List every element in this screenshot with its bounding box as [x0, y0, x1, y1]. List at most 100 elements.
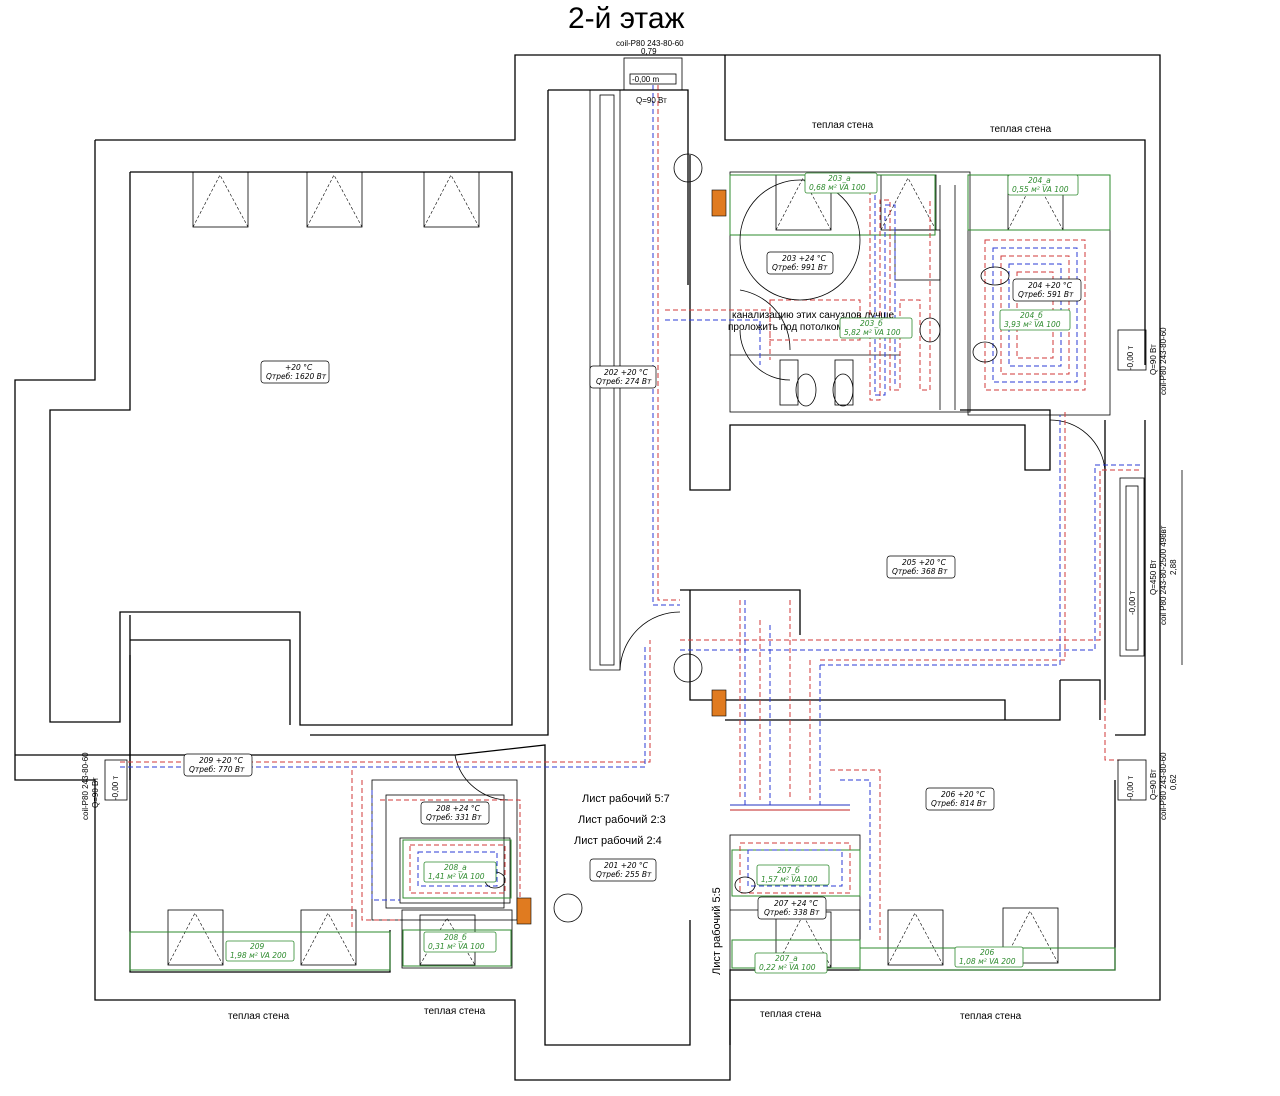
svg-text:204_a: 204_a: [1028, 176, 1051, 185]
zone-tag-207a[interactable]: 207_a 0,22 м² VA 100: [754, 952, 828, 974]
window-box: [306, 171, 363, 228]
window-box: [1002, 907, 1059, 964]
room-tag-202[interactable]: 202 +20 °C Qтреб: 274 Вт: [589, 365, 657, 389]
svg-text:-0,00 т: -0,00 т: [111, 776, 120, 800]
zone-tag-208b[interactable]: 208_б 0,31 м² VA 100: [423, 931, 497, 953]
room-tags: +20 °C Qтреб: 1620 Вт 202 +20 °C Qтреб: …: [183, 251, 1082, 920]
sink-icon: [734, 876, 756, 894]
svg-text:209: 209: [250, 942, 265, 951]
sheet-ref-23[interactable]: Лист рабочий 2:3: [578, 814, 666, 826]
warm-wall-label: теплая стена: [228, 1011, 290, 1022]
window-box: [887, 909, 944, 966]
sheet-ref-24[interactable]: Лист рабочий 2:4: [574, 835, 662, 847]
room-tag-209[interactable]: 209 +20 °C Qтреб: 770 Вт: [183, 753, 253, 777]
coil-right-low-model: coil-P80 243-80-60: [1159, 752, 1168, 820]
room-tag-203[interactable]: 203 +24 °C Qтреб: 991 Вт: [766, 251, 834, 275]
warm-wall-labels: теплая стена теплая стена теплая стена т…: [228, 120, 1052, 1022]
coil-right-top[interactable]: -0,00 т Q=90 Вт coil-P80 243-80-60: [1117, 327, 1168, 395]
sheet-ref-57[interactable]: Лист рабочий 5:7: [582, 793, 670, 805]
svg-text:0,31 м² VA 100: 0,31 м² VA 100: [428, 942, 485, 951]
coil-top[interactable]: -0,00 m coil-P80 243-80-60 0,79 Q=90 Вт: [616, 39, 684, 105]
svg-text:206: 206: [980, 948, 995, 957]
zone-tag-203a[interactable]: 203_a 0,68 м² VA 100: [804, 172, 878, 194]
coil-top-power: Q=90 Вт: [636, 96, 667, 105]
svg-text:Qтреб: 338 Вт: Qтреб: 338 Вт: [764, 908, 820, 917]
interior-walls: [371, 90, 1111, 971]
pipes: [120, 85, 1140, 940]
svg-text:207_a: 207_a: [775, 954, 798, 963]
window-box: [192, 171, 249, 228]
svg-text:203_a: 203_a: [828, 174, 851, 183]
zone-tag-204a[interactable]: 204_a 0,55 м² VA 100: [1007, 174, 1079, 196]
riser-circle[interactable]: [673, 153, 703, 183]
room-tag-207[interactable]: 207 +24 °C Qтреб: 338 Вт: [757, 896, 827, 920]
outer-walls: [14, 54, 1161, 1081]
svg-text:1,41 м² VA 100: 1,41 м² VA 100: [428, 872, 485, 881]
svg-text:Qтреб: 591 Вт: Qтреб: 591 Вт: [1018, 290, 1074, 299]
svg-text:204 +20 °C: 204 +20 °C: [1028, 281, 1073, 290]
window-box: [423, 171, 480, 228]
room-tag-204[interactable]: 204 +20 °C Qтреб: 591 Вт: [1012, 278, 1082, 302]
coil-right-mid[interactable]: -0,00 т Q=450 Вт coil P80 243-80-2500 49…: [1119, 470, 1183, 665]
room-tag-208[interactable]: 208 +24 °C Qтреб: 331 Вт: [420, 801, 490, 825]
zone-tag-203b[interactable]: 203_б 5,82 м² VA 100: [839, 317, 913, 339]
riser-circle[interactable]: [553, 893, 583, 923]
coil-right-low[interactable]: -0,00 т Q=90 Вт coil-P80 243-80-60 0,62: [1117, 752, 1178, 820]
sink-icon: [972, 341, 998, 363]
coil-right-top-power: Q=90 Вт: [1149, 344, 1158, 375]
svg-text:208_б: 208_б: [444, 933, 467, 942]
windows: [167, 171, 1064, 968]
coil-left-power: Q=90 Вт: [91, 777, 100, 808]
svg-text:209 +20 °C: 209 +20 °C: [199, 756, 244, 765]
svg-text:203_б: 203_б: [860, 319, 883, 328]
zone-tag-206[interactable]: 206 1,08 м² VA 200: [954, 946, 1024, 968]
toilet-icon: [832, 373, 854, 407]
manifold-box[interactable]: [711, 189, 727, 217]
zone-tag-208a[interactable]: 208_a 1,41 м² VA 100: [423, 861, 497, 883]
room-tag-205[interactable]: 205 +20 °C Qтреб: 368 Вт: [886, 555, 956, 579]
coil-right-low-value: 0,62: [1169, 774, 1178, 790]
svg-text:+20 °C: +20 °C: [285, 363, 313, 372]
svg-text:208 +24 °C: 208 +24 °C: [436, 804, 481, 813]
svg-text:0,55 м² VA 100: 0,55 м² VA 100: [1012, 185, 1069, 194]
zone-tag-209[interactable]: 209 1,98 м² VA 200: [225, 940, 295, 962]
room-tag-201[interactable]: 201 +20 °C Qтреб: 255 Вт: [589, 858, 657, 882]
coil-top-model: coil-P80 243-80-60: [616, 39, 684, 48]
svg-text:Qтреб: 368 Вт: Qтреб: 368 Вт: [892, 567, 948, 576]
svg-text:206 +20 °C: 206 +20 °C: [941, 790, 986, 799]
coil-left[interactable]: -0,00 т Q=90 Вт coil-P80 243-80-60: [81, 752, 128, 820]
svg-text:-0,00 т: -0,00 т: [1128, 591, 1137, 615]
heating-loops: [409, 190, 1086, 894]
room-tag-206[interactable]: 206 +20 °C Qтреб: 814 Вт: [925, 787, 995, 811]
svg-text:0,22 м² VA 100: 0,22 м² VA 100: [759, 963, 816, 972]
svg-text:Qтреб: 255 Вт: Qтреб: 255 Вт: [596, 870, 652, 879]
warm-wall-label: теплая стена: [760, 1009, 822, 1020]
sheet-ref-55[interactable]: Лист рабочий 5:5: [711, 887, 723, 975]
riser-circle[interactable]: [673, 653, 703, 683]
manifold-box[interactable]: [711, 689, 727, 717]
svg-text:Qтреб: 1620 Вт: Qтреб: 1620 Вт: [266, 372, 327, 381]
svg-text:205 +20 °C: 205 +20 °C: [902, 558, 947, 567]
coil-right-mid-power: Q=450 Вт: [1149, 559, 1158, 595]
sewer-note: канализацию этих санузлов лучше проложит…: [728, 310, 894, 333]
svg-text:Qтреб: 991 Вт: Qтреб: 991 Вт: [772, 263, 828, 272]
page-title: 2-й этаж: [568, 2, 685, 35]
svg-text:-0,00 т: -0,00 т: [1126, 776, 1135, 800]
sheet-refs: Лист рабочий 5:7 Лист рабочий 2:3 Лист р…: [574, 793, 723, 975]
toilet-icon: [795, 373, 817, 407]
coil-left-model: coil-P80 243-80-60: [81, 752, 90, 820]
window-box: [300, 909, 357, 966]
zone-tags: 203_a 0,68 м² VA 100 203_б 5,82 м² VA 10…: [225, 172, 1079, 974]
zone-tag-204b[interactable]: 204_б 3,93 м² VA 100: [999, 309, 1071, 331]
manifold-box[interactable]: [516, 897, 532, 925]
note-line-1: канализацию этих санузлов лучше: [732, 310, 894, 321]
coil-right-low-power: Q=90 Вт: [1149, 769, 1158, 800]
room-tag-big[interactable]: +20 °C Qтреб: 1620 Вт: [260, 360, 330, 384]
zone-tag-207b[interactable]: 207_б 1,57 м² VA 100: [756, 864, 830, 886]
svg-text:202 +20 °C: 202 +20 °C: [604, 368, 649, 377]
window-box: [167, 909, 224, 966]
coil-right-mid-model: coil P80 243-80-2500 498вт: [1159, 525, 1168, 625]
svg-text:204_б: 204_б: [1020, 311, 1043, 320]
toilet-icon: [980, 266, 1010, 286]
